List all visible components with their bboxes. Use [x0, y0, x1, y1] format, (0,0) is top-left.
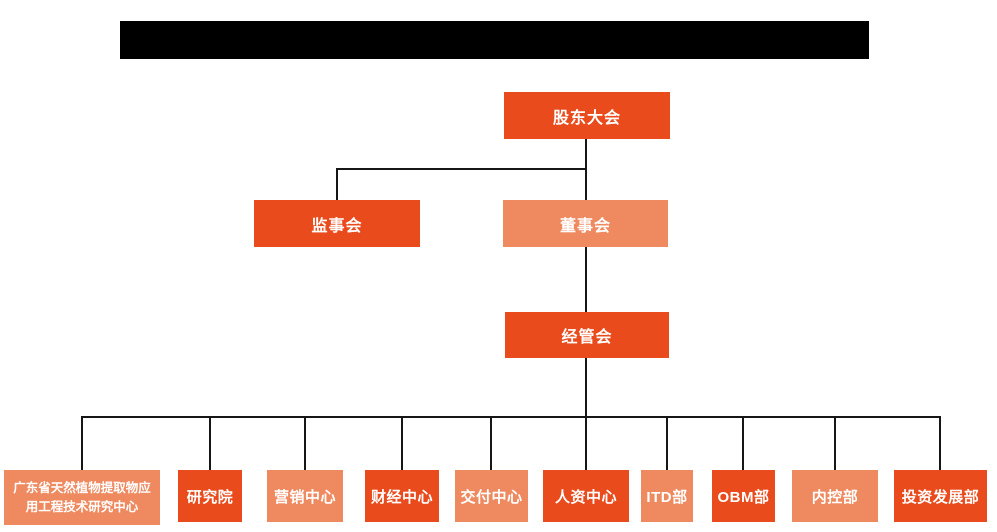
- connector-dept-drop-2: [209, 416, 211, 470]
- node-label: OBM部: [717, 488, 770, 506]
- connector-dept-drop-4: [401, 416, 403, 470]
- node-label: 监事会: [311, 217, 363, 235]
- node-dept-marketing-center: 营销中心: [267, 470, 343, 522]
- node-management-committee: 经管会: [505, 312, 669, 358]
- node-dept-obm: OBM部: [712, 470, 775, 522]
- node-label: 投资发展部: [901, 488, 980, 506]
- node-dept-hr-center: 人资中心: [543, 470, 629, 522]
- connector-board-to-management: [585, 247, 587, 312]
- node-dept-delivery-center: 交付中心: [455, 470, 528, 522]
- connector-dept-drop-10: [939, 416, 941, 470]
- connector-level2-horizontal: [336, 168, 587, 170]
- connector-dept-drop-7: [666, 416, 668, 470]
- connector-dept-drop-8: [742, 416, 744, 470]
- node-label: 内控部: [811, 488, 859, 506]
- node-label: 董事会: [559, 217, 611, 235]
- node-label: 股东大会: [552, 109, 621, 127]
- node-label: 经管会: [561, 329, 613, 346]
- node-label: ITD部: [646, 488, 688, 506]
- node-label: 研究院: [186, 488, 234, 506]
- redacted-title-bar: [120, 21, 869, 59]
- node-dept-investment-development: 投资发展部: [894, 470, 987, 522]
- connector-departments-horizontal: [81, 416, 941, 418]
- connector-dept-drop-1: [81, 416, 83, 470]
- node-dept-research-institute: 研究院: [178, 470, 242, 522]
- connector-supervisory-drop: [336, 168, 338, 200]
- connector-management-down: [585, 358, 587, 470]
- node-dept-internal-control: 内控部: [792, 470, 878, 522]
- node-label: 财经中心: [370, 488, 433, 506]
- node-shareholders-meeting: 股东大会: [504, 92, 670, 139]
- node-label: 营销中心: [273, 488, 336, 506]
- connector-dept-drop-3: [304, 416, 306, 470]
- node-supervisory-board: 监事会: [254, 200, 420, 247]
- connector-dept-drop-5: [490, 416, 492, 470]
- node-dept-itd: ITD部: [641, 470, 693, 522]
- node-label: 交付中心: [460, 488, 523, 506]
- node-label: 广东省天然植物提取物应用工程技术研究中心: [13, 481, 151, 514]
- node-board-of-directors: 董事会: [503, 200, 668, 247]
- node-dept-finance-center: 财经中心: [365, 470, 439, 522]
- node-dept-research-center: 广东省天然植物提取物应用工程技术研究中心: [4, 470, 160, 525]
- node-label: 人资中心: [554, 488, 617, 506]
- connector-dept-drop-9: [834, 416, 836, 470]
